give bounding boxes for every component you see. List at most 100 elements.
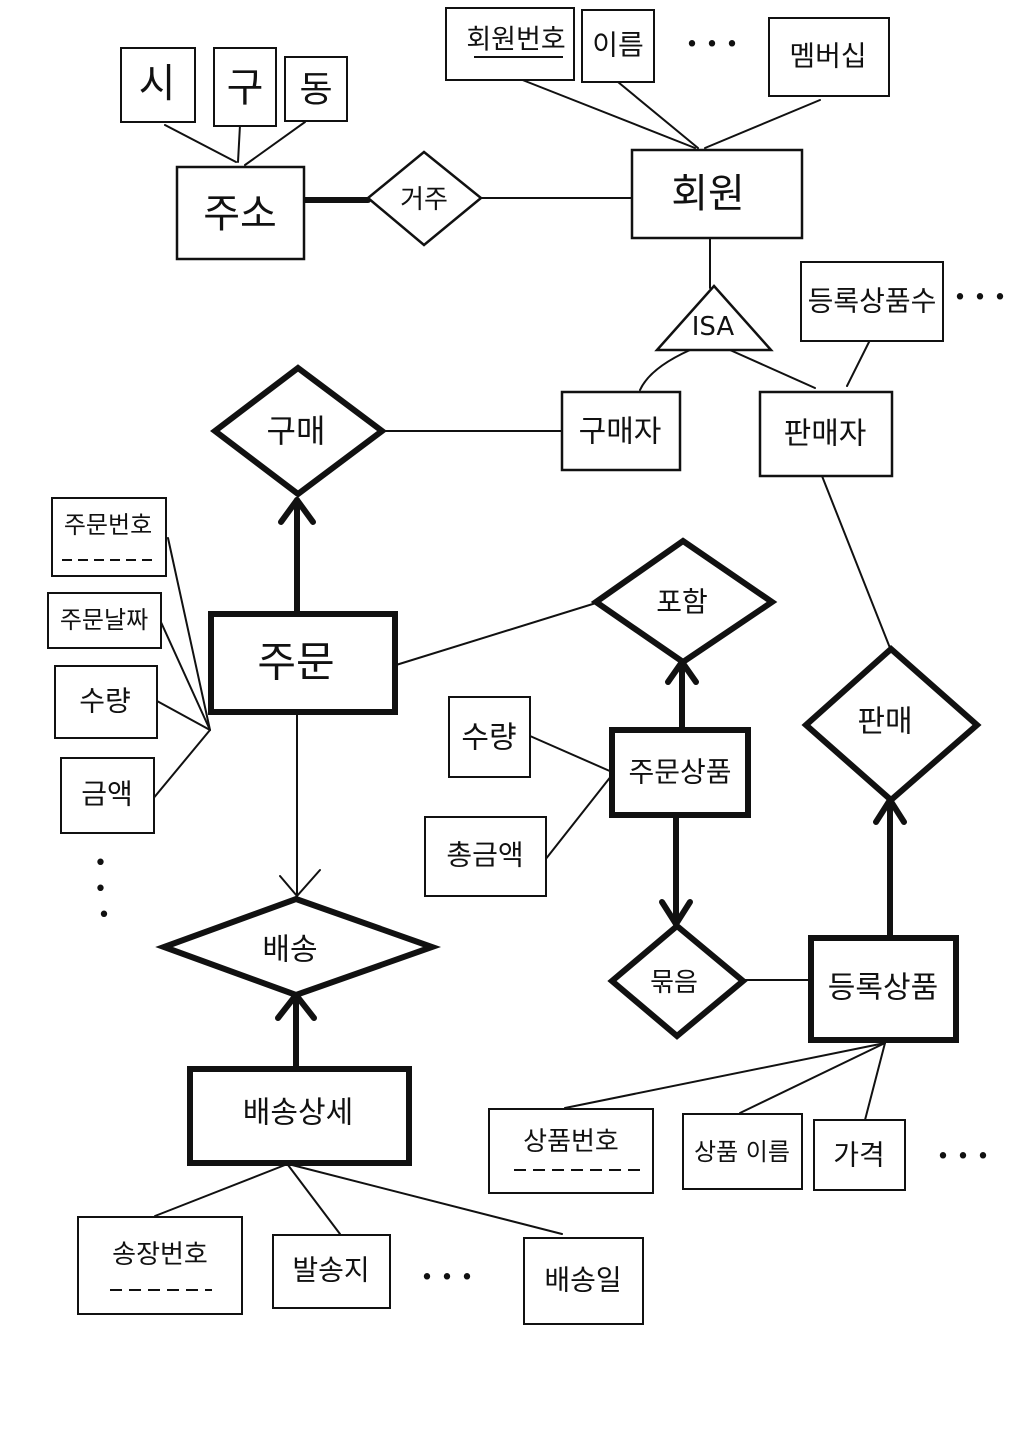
link-product-no [564, 1042, 886, 1109]
link-item-total [544, 774, 613, 861]
ellipsis-member: • • • [686, 33, 739, 58]
label-delivery-detail: 배송상세 [243, 1096, 353, 1131]
link-ship-date [287, 1164, 341, 1235]
label-total-amount: 총금액 [446, 839, 523, 872]
link-member-name [617, 81, 699, 149]
attr-amount-box [60, 757, 155, 834]
label-order-item: 주문상품 [628, 756, 731, 789]
link-order-no [167, 537, 211, 731]
rel-include [590, 537, 778, 666]
arrow-order-purchase [278, 497, 316, 525]
link-price [864, 1042, 886, 1121]
attr-tracking-no-box [77, 1216, 243, 1315]
isa-triangle [654, 284, 774, 352]
ellipsis-delivery: • • • [421, 1266, 474, 1291]
link-order-qty [156, 700, 211, 731]
link-order-include [395, 602, 597, 666]
label-product-name: 상품 이름 [694, 1138, 790, 1166]
link-delivery-date [291, 1164, 563, 1235]
label-order-qty: 수량 [79, 685, 131, 718]
rel-purchase [210, 364, 387, 498]
attr-dong-box [284, 56, 348, 122]
label-member-no: 회원번호 [466, 25, 565, 56]
arrow-order-delivery [279, 869, 321, 897]
label-delivery: 배송 [262, 933, 317, 968]
attr-name-box [581, 9, 655, 83]
attr-total-amount-box [424, 816, 547, 897]
label-product-no: 상품번호 [523, 1127, 619, 1157]
attr-product-name-box [682, 1113, 803, 1190]
attr-price-box [813, 1119, 906, 1191]
label-delivery-date: 배송일 [544, 1264, 621, 1297]
entity-order-item [609, 727, 751, 818]
label-ship-date: 발송지 [292, 1254, 369, 1287]
entity-order [208, 611, 398, 715]
label-purchase: 구매 [267, 412, 326, 450]
rel-delivery [155, 895, 442, 999]
entity-delivery-detail [187, 1066, 412, 1166]
attr-ship-date-box [272, 1234, 391, 1309]
link-seller-count [846, 339, 871, 387]
link-membership [704, 99, 821, 149]
link-isa-buyer [639, 349, 691, 391]
link-tracking-no [154, 1164, 286, 1217]
link-order-date [159, 619, 211, 731]
attr-item-qty-box [448, 696, 531, 778]
rel-reside [366, 150, 483, 247]
entity-registered-product [808, 935, 959, 1043]
rel-sell [801, 644, 982, 804]
link-order-amount [151, 729, 211, 801]
entity-seller [758, 390, 894, 478]
label-member: 회원 [671, 171, 745, 217]
attr-delivery-date-box [523, 1237, 644, 1325]
link-isa-seller [729, 349, 816, 389]
attr-membership-box [768, 17, 890, 97]
label-bundle: 묶음 [650, 968, 698, 998]
label-city: 시 [139, 61, 176, 107]
attr-order-date-box [47, 592, 162, 649]
ellipsis-order-dot-1: • [94, 851, 107, 876]
ellipsis-order-dot-3: • [98, 903, 111, 928]
link-dong-address [244, 121, 306, 166]
attr-registered-count-box [800, 261, 944, 342]
label-buyer: 구매자 [579, 415, 662, 450]
link-member-no [519, 78, 696, 149]
label-district: 구 [227, 65, 264, 111]
entity-address [175, 165, 306, 261]
label-sell: 판매 [857, 705, 912, 740]
label-order-no: 주문번호 [64, 511, 152, 539]
label-order: 주문 [257, 638, 334, 687]
attr-member-no-box [445, 7, 575, 81]
ellipsis-seller: • • • [954, 286, 1007, 311]
label-order-date: 주문날짜 [60, 606, 148, 634]
label-registered-product: 등록상품 [828, 971, 938, 1006]
label-tracking-no: 송장번호 [112, 1240, 208, 1270]
label-address: 주소 [203, 191, 277, 237]
label-item-qty: 수량 [461, 721, 516, 756]
label-reside: 거주 [400, 185, 448, 215]
ellipsis-order: • • • [94, 851, 114, 928]
rel-bundle [607, 922, 748, 1040]
label-seller: 판매자 [784, 417, 867, 452]
label-price: 가격 [833, 1139, 885, 1172]
label-isa: ISA [692, 312, 735, 342]
link-district-address [237, 124, 241, 163]
ellipsis-order-dot-2: • [94, 877, 107, 902]
label-amount: 금액 [81, 778, 133, 811]
entity-member [630, 148, 804, 240]
link-item-qty [529, 735, 613, 773]
label-dong: 동 [299, 70, 332, 111]
label-include: 포함 [656, 586, 708, 619]
entity-buyer [560, 390, 682, 472]
label-name: 이름 [592, 29, 644, 62]
attr-city-box [120, 47, 196, 123]
link-city-address [164, 124, 237, 163]
link-seller-sell [821, 475, 891, 649]
attr-product-no-box [488, 1108, 654, 1194]
attr-order-qty-box [54, 665, 158, 739]
label-registered-count: 등록상품수 [808, 285, 937, 318]
link-product-name [739, 1042, 886, 1114]
attr-order-no-box [51, 497, 167, 577]
ellipsis-product: • • • [937, 1145, 990, 1170]
